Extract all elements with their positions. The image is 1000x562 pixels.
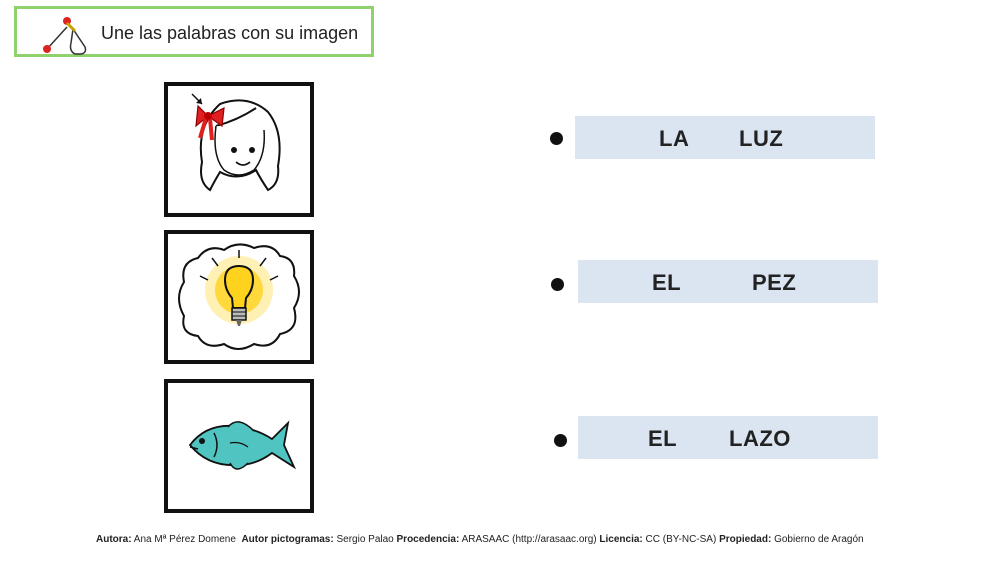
word-box-la-luz[interactable]: LA LUZ xyxy=(575,116,875,159)
propiedad-label: Propiedad: xyxy=(719,534,772,545)
word-box-el-lazo[interactable]: EL LAZO xyxy=(578,416,878,459)
autor-pictogramas-label: Autor pictogramas: xyxy=(241,534,334,545)
word-noun: LAZO xyxy=(729,426,791,451)
image-card-fish[interactable] xyxy=(164,379,314,513)
autora-value: Ana Mª Pérez Domene xyxy=(133,534,236,545)
licencia-label: Licencia: xyxy=(599,534,643,545)
licencia-value: CC (BY-NC-SA) xyxy=(645,534,717,545)
word-article: EL xyxy=(652,270,682,295)
image-card-girl-bow[interactable] xyxy=(164,82,314,217)
autora-label: Autora: xyxy=(96,534,132,545)
instruction-text: Une las palabras con su imagen xyxy=(101,23,359,43)
connection-dot-2[interactable] xyxy=(551,278,564,291)
word-article: EL xyxy=(648,426,678,451)
image-card-light-bulb[interactable] xyxy=(164,230,314,364)
word-box-el-pez[interactable]: EL PEZ xyxy=(578,260,878,303)
word-noun: PEZ xyxy=(752,270,797,295)
connection-dot-3[interactable] xyxy=(554,434,567,447)
instruction-box: Une las palabras con su imagen xyxy=(14,6,374,57)
procedencia-label: Procedencia: xyxy=(396,534,460,545)
credits-footer: Autora: Ana Mª Pérez Domene Autor pictog… xyxy=(96,534,864,545)
autor-pictogramas-value: Sergio Palao xyxy=(336,534,394,545)
propiedad-value: Gobierno de Aragón xyxy=(774,534,864,545)
connect-dots-hand-icon xyxy=(41,13,91,55)
light-bulb-icon xyxy=(178,243,300,350)
connection-dot-1[interactable] xyxy=(550,132,563,145)
procedencia-value: ARASAAC (http://arasaac.org) xyxy=(461,534,597,545)
word-noun: LUZ xyxy=(739,126,784,151)
fish-icon xyxy=(188,420,297,470)
word-article: LA xyxy=(659,126,690,151)
girl-with-red-bow-icon xyxy=(191,93,281,192)
